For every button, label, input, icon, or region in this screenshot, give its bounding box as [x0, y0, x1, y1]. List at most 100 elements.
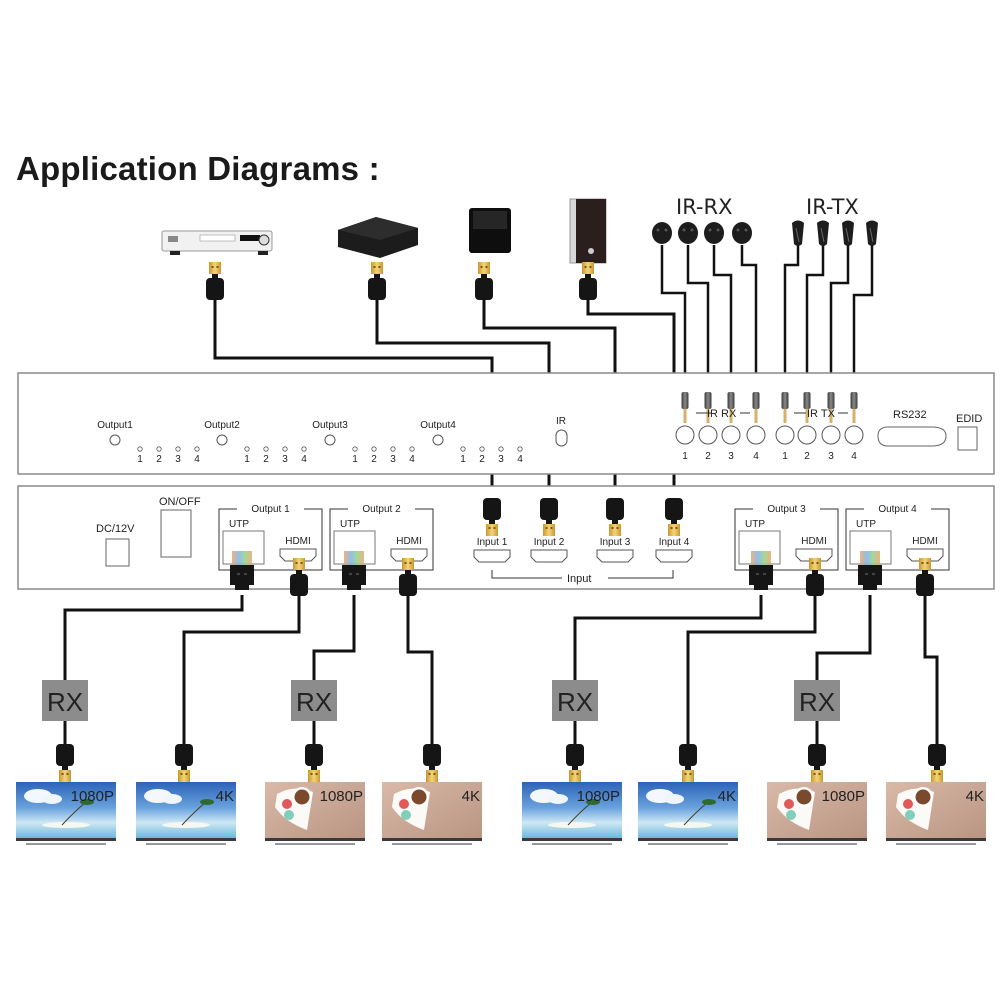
ir-tx-title: IR-TX	[806, 195, 859, 219]
ir-port-number: 3	[728, 451, 734, 462]
ir-jack-plug	[704, 392, 712, 423]
display-hdmi-plug-6	[679, 744, 697, 782]
led-indicator	[156, 446, 162, 452]
output-select-button-2	[216, 434, 228, 446]
hdmi-cable-plug	[399, 558, 417, 596]
hdmi-output-port	[390, 548, 428, 562]
utp-cable-plug	[342, 551, 366, 590]
utp-cable-plug	[858, 551, 882, 590]
led-number: 1	[352, 454, 358, 465]
display-resolution: 4K	[718, 788, 736, 805]
ir-jack-plug	[827, 392, 835, 423]
ir-rx-port-label: IR RX	[707, 408, 737, 420]
dc-jack	[105, 538, 130, 567]
front-output-label: Output1	[97, 420, 133, 431]
input-hdmi-plug-2	[540, 498, 558, 536]
output-select-button-1	[109, 434, 121, 446]
rx-label: RX	[296, 687, 332, 717]
ir-jack-plug	[681, 392, 689, 423]
hdmi-plug-dvd-player	[206, 262, 224, 300]
hdmi-input-port-4	[655, 549, 693, 563]
ir-tx-port-1	[775, 425, 795, 445]
ir-rx-port-3	[721, 425, 741, 445]
ir-rx-port-1	[675, 425, 695, 445]
led-number: 2	[479, 454, 485, 465]
utp-label: UTP	[229, 519, 249, 530]
led-indicator	[371, 446, 377, 452]
display-hdmi-plugs	[56, 744, 946, 782]
rx-receiver-2: RX	[291, 680, 337, 721]
output-group-label: Output 1	[251, 504, 290, 515]
ir-sensor-label: IR	[556, 416, 566, 427]
input-bracket	[491, 570, 562, 579]
ir-jack-plug	[727, 392, 735, 423]
led-indicator	[460, 446, 466, 452]
rx-label: RX	[557, 687, 593, 717]
display-6: 4K	[638, 782, 738, 845]
rs232-label: RS232	[893, 409, 927, 421]
display-hdmi-plug-7	[808, 744, 826, 782]
display-3: 1080P	[265, 782, 365, 845]
rs232-port	[877, 426, 947, 447]
rx-receiver-4: RX	[794, 680, 840, 721]
utp-label: UTP	[340, 519, 360, 530]
utp-label: UTP	[745, 519, 765, 530]
led-indicator	[263, 446, 269, 452]
ir-sensor	[555, 429, 568, 447]
display-resolution: 1080P	[822, 788, 865, 805]
output-group-label: Output 4	[878, 504, 917, 515]
ir-receiver-eye-4	[732, 222, 752, 244]
led-number: 4	[409, 454, 415, 465]
led-indicator	[479, 446, 485, 452]
input-label: Input 1	[477, 537, 508, 548]
led-number: 4	[517, 454, 523, 465]
rx-receiver-1: RX	[42, 680, 88, 721]
source-game-console	[469, 208, 511, 253]
utp-cable-plug	[749, 551, 773, 590]
led-indicator	[244, 446, 250, 452]
display-hdmi-plug-1	[56, 744, 74, 782]
ir-cables	[660, 245, 874, 395]
display-hdmi-plug-3	[305, 744, 323, 782]
led-indicator	[390, 446, 396, 452]
ir-tx-port-label: IR TX	[807, 408, 836, 420]
ir-rx-port-4	[746, 425, 766, 445]
display-5: 1080P	[522, 782, 622, 845]
source-dvd-player	[161, 230, 273, 255]
hdmi-input-port-3	[596, 549, 634, 563]
ir-tx-port-4	[844, 425, 864, 445]
output-select-button-4	[432, 434, 444, 446]
led-number: 3	[390, 454, 396, 465]
input-label: Input 4	[659, 537, 690, 548]
dc-label: DC/12V	[96, 523, 135, 535]
display-7: 1080P	[767, 782, 867, 845]
led-number: 3	[498, 454, 504, 465]
ir-receiver-eye-3	[704, 222, 724, 244]
edid-button	[957, 426, 978, 451]
edid-label: EDID	[956, 413, 982, 425]
input-label: Input 2	[534, 537, 565, 548]
led-indicator	[301, 446, 307, 452]
ir-port-number: 1	[782, 451, 788, 462]
led-indicator	[282, 446, 288, 452]
ir-port-number: 4	[753, 451, 759, 462]
ir-port-number: 3	[828, 451, 834, 462]
ir-blaster-4	[866, 220, 878, 246]
output-group-label: Output 2	[362, 504, 401, 515]
ir-tx-port-2	[797, 425, 817, 445]
display-hdmi-plug-2	[175, 744, 193, 782]
ir-receiver-eye-1	[652, 222, 672, 244]
display-resolution: 4K	[966, 788, 984, 805]
hdmi-plug-game-console	[475, 262, 493, 300]
led-indicator	[517, 446, 523, 452]
ir-port-number: 2	[705, 451, 711, 462]
output-cables	[63, 595, 939, 748]
display-2: 4K	[136, 782, 236, 845]
hdmi-cable-plug	[806, 558, 824, 596]
